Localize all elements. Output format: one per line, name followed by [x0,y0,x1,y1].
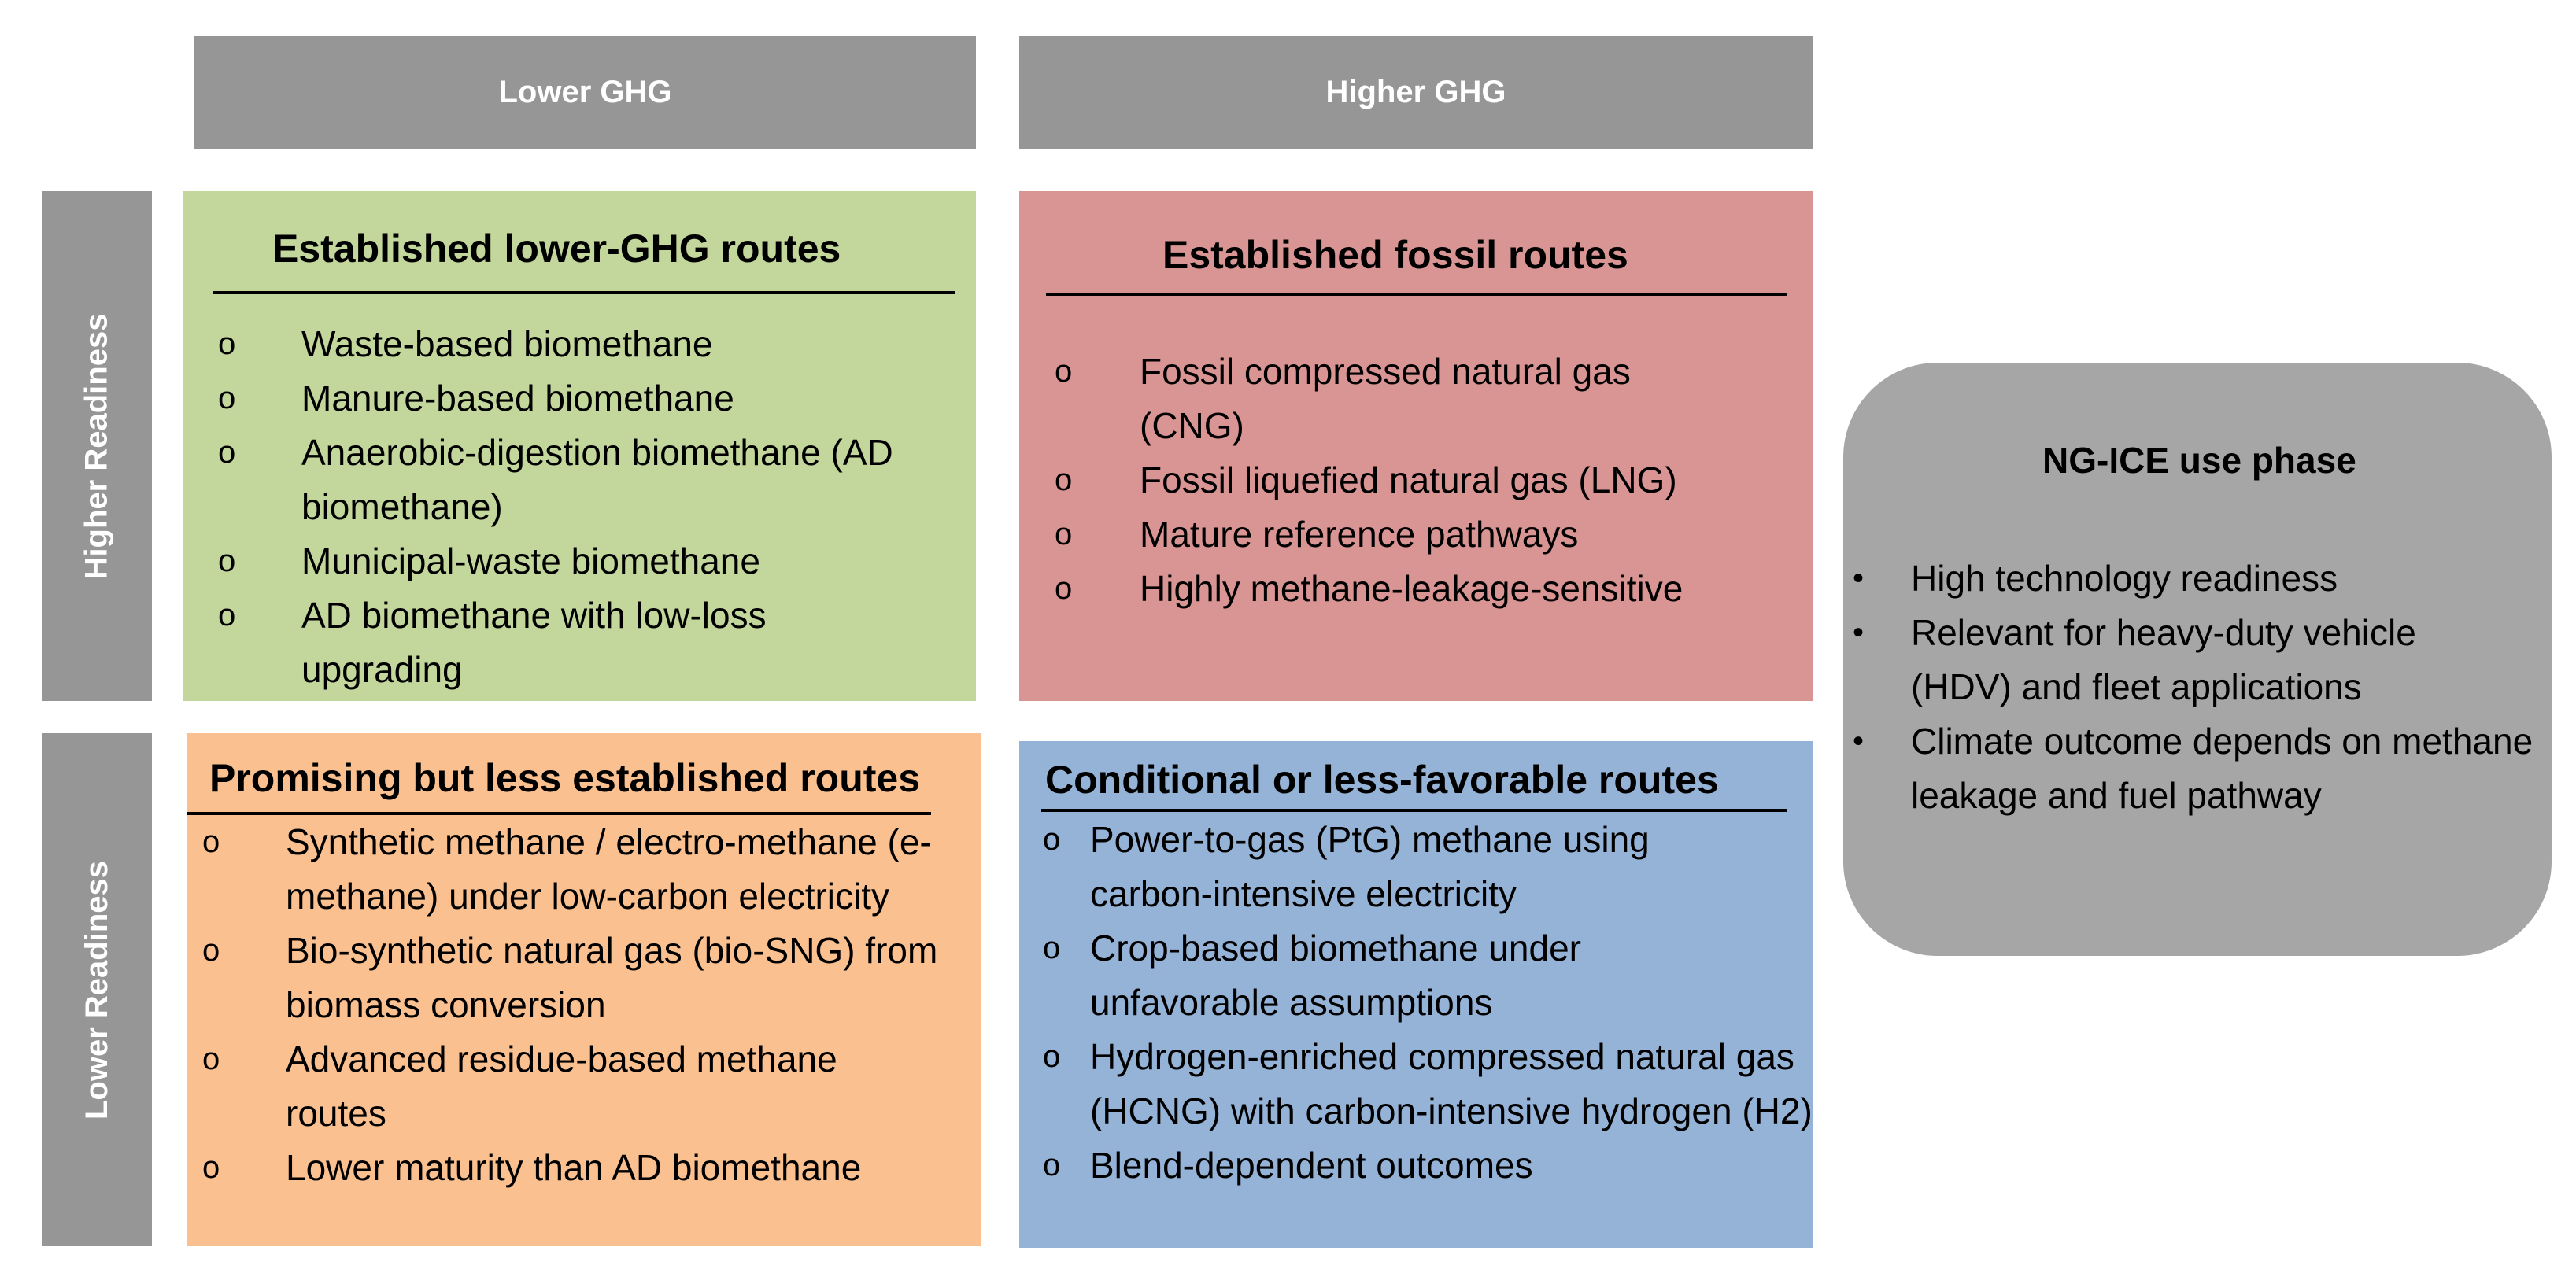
list-item: o Advanced residue-based methane routes [202,1032,915,1141]
list-item: • Relevant for heavy-duty vehicle (HDV) … [1853,606,2462,714]
list-item: o Fossil liquefied natural gas (LNG) [1055,453,1802,507]
bullet-circle-icon: o [202,1150,220,1185]
list-item: o Mature reference pathways [1055,507,1802,562]
list-item-text: Hydrogen-enriched compressed natural gas… [1090,1036,1813,1131]
list-item: o Blend-dependent outcomes [1043,1138,1813,1193]
column-header-lower-ghg-label: Lower GHG [498,75,672,109]
column-header-higher-ghg-label: Higher GHG [1325,75,1506,109]
list-item-text: Crop-based biomethane under unfavorable … [1090,928,1581,1023]
list-item: o Waste-based biomethane [218,317,966,371]
column-header-higher-ghg: Higher GHG [1019,36,1813,149]
list-item-text: Advanced residue-based methane routes [286,1039,837,1134]
bullet-circle-icon: o [202,1042,220,1076]
list-item: o Fossil compressed natural gas (CNG) [1055,345,1738,453]
list-item: o Lower maturity than AD biomethane [202,1141,978,1195]
list-item-text: Waste-based biomethane [301,323,713,364]
quadrant-promising: Promising but less established routes o … [187,733,981,1246]
list-item-text: Manure-based biomethane [301,378,734,419]
list-item-text: Highly methane-leakage-sensitive [1140,568,1683,609]
list-item: o Synthetic methane / electro-methane (e… [202,815,978,924]
bullet-dot-icon: • [1853,724,1865,758]
title-divider [213,291,955,294]
list-item: o Hydrogen-enriched compressed natural g… [1043,1030,1813,1138]
item-list: o Waste-based biomethane o Manure-based … [218,317,966,697]
list-item: • High technology readiness [1853,552,2552,606]
bullet-circle-icon: o [1055,571,1073,606]
use-phase-title: NG-ICE use phase [2042,440,2356,481]
bullet-circle-icon: o [202,933,220,968]
use-phase-box: NG-ICE use phase • High technology readi… [1843,363,2552,956]
bullet-circle-icon: o [202,825,220,859]
list-item-text: Fossil liquefied natural gas (LNG) [1140,459,1677,500]
list-item-text: Synthetic methane / electro-methane (e-m… [286,821,932,917]
quadrant-conditional: Conditional or less-favorable routes o P… [1019,741,1813,1248]
bullet-circle-icon: o [218,598,236,633]
bullet-circle-icon: o [218,544,236,578]
list-item: o Municipal-waste biomethane [218,534,966,588]
title-divider [1041,809,1787,812]
row-header-lower-readiness-label: Lower Readiness [79,860,114,1120]
quadrant-title: Established lower-GHG routes [272,227,841,271]
title-divider [1046,293,1787,296]
list-item-text: Lower maturity than AD biomethane [286,1147,862,1188]
bullet-circle-icon: o [218,327,236,361]
use-phase-list: • High technology readiness • Relevant f… [1853,552,2552,823]
list-item-text: Fossil compressed natural gas (CNG) [1140,351,1631,446]
bullet-dot-icon: • [1853,615,1865,650]
quadrant-title: Promising but less established routes [209,756,921,800]
list-item-text: Bio-synthetic natural gas (bio-SNG) from… [286,930,938,1025]
quadrant-title: Conditional or less-favorable routes [1045,758,1719,802]
quadrant-established-fossil: Established fossil routes o Fossil compr… [1019,191,1813,701]
list-item-text: Municipal-waste biomethane [301,541,760,581]
list-item-text: Power-to-gas (PtG) methane using carbon-… [1090,819,1650,914]
bullet-circle-icon: o [1055,463,1073,497]
list-item: o Anaerobic-digestion biomethane (AD bio… [218,426,915,534]
item-list: o Fossil compressed natural gas (CNG) o … [1055,345,1802,616]
list-item: • Climate outcome depends on methane lea… [1853,714,2548,823]
bullet-circle-icon: o [1055,354,1073,389]
row-header-higher-readiness: Higher Readiness [42,191,152,701]
title-divider [187,812,931,815]
bullet-circle-icon: o [1043,1039,1061,1074]
list-item-text: AD biomethane with low-loss upgrading [301,595,767,690]
list-item: o Crop-based biomethane under unfavorabl… [1043,921,1641,1030]
list-item-text: Blend-dependent outcomes [1090,1145,1533,1186]
column-header-lower-ghg: Lower GHG [194,36,976,149]
list-item: o AD biomethane with low-loss upgrading [218,588,837,697]
row-header-lower-readiness: Lower Readiness [42,733,152,1246]
quadrant-established-lower-ghg: Established lower-GHG routes o Waste-bas… [183,191,976,701]
bullet-circle-icon: o [1055,517,1073,552]
list-item-text: Anaerobic-digestion biomethane (AD biome… [301,432,893,527]
quadrant-title: Established fossil routes [1162,233,1628,277]
row-header-higher-readiness-label: Higher Readiness [79,313,114,579]
list-item: o Highly methane-leakage-sensitive [1055,562,1802,616]
list-item-text: Mature reference pathways [1140,514,1579,555]
bullet-dot-icon: • [1853,561,1865,596]
list-item: o Bio-synthetic natural gas (bio-SNG) fr… [202,924,963,1032]
bullet-circle-icon: o [218,381,236,415]
bullet-circle-icon: o [1043,931,1061,965]
list-item: o Power-to-gas (PtG) methane using carbo… [1043,813,1743,921]
item-list: o Synthetic methane / electro-methane (e… [202,815,978,1195]
bullet-circle-icon: o [218,435,236,470]
item-list: o Power-to-gas (PtG) methane using carbo… [1043,813,1813,1193]
list-item-text: High technology readiness [1911,558,2338,599]
list-item-text: Climate outcome depends on methane leaka… [1911,721,2533,816]
bullet-circle-icon: o [1043,1148,1061,1183]
bullet-circle-icon: o [1043,822,1061,857]
list-item: o Manure-based biomethane [218,371,966,426]
list-item-text: Relevant for heavy-duty vehicle (HDV) an… [1911,612,2416,707]
